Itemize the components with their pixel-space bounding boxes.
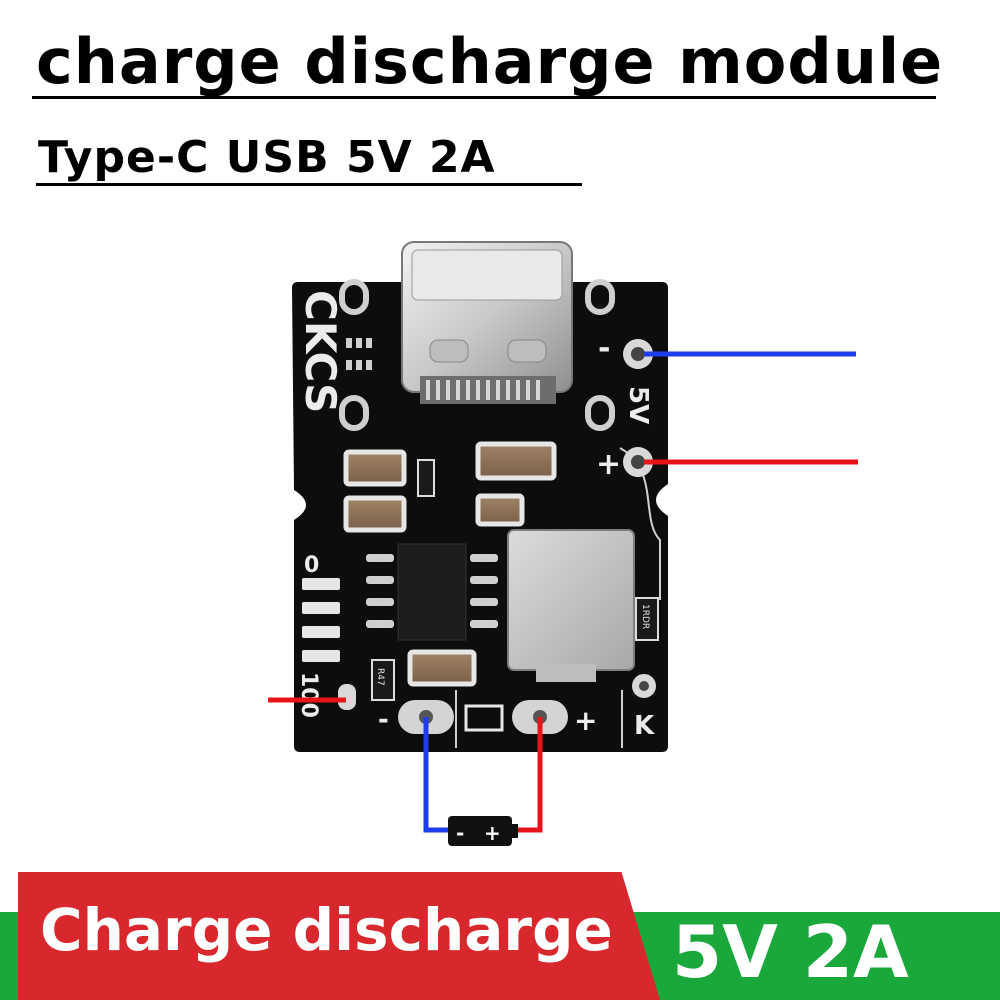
- capacitors: [343, 441, 557, 687]
- resistor-code-2: 1RDR: [640, 604, 650, 629]
- out-5v-label: 5V: [623, 386, 653, 424]
- inductor: [507, 529, 635, 682]
- page-subtitle: Type-C USB 5V 2A: [38, 132, 496, 183]
- k-pad-left: [338, 684, 356, 710]
- scale-hundred-label: 100: [296, 672, 321, 718]
- subtitle-underline: [36, 183, 582, 186]
- scale-zero-label: 0: [304, 553, 319, 578]
- k-pin-label: K: [634, 711, 655, 741]
- wires: [268, 351, 858, 833]
- usb-type-c-connector: [401, 241, 573, 404]
- bat-minus-label: -: [378, 705, 389, 735]
- bat-plus-label: +: [574, 704, 597, 737]
- page-title: charge discharge module: [36, 25, 944, 98]
- wire-battery-negative: [423, 717, 452, 833]
- battery-plus: +: [484, 821, 501, 845]
- wire-battery-positive: [514, 717, 543, 833]
- output-pads: [623, 339, 656, 698]
- resistors: R47 1RDR: [371, 459, 659, 701]
- out-plus-label: +: [596, 447, 621, 482]
- banner-red: [18, 872, 660, 1000]
- mounting-slots: [339, 279, 615, 431]
- led-indicator-pads: [302, 578, 340, 662]
- battery-icon: - +: [448, 816, 518, 846]
- out-minus-label: -: [598, 331, 610, 366]
- title-underline: [32, 96, 936, 99]
- battery-minus: -: [456, 821, 464, 845]
- banner-left-text: Charge discharge: [40, 896, 613, 964]
- small-pads-top: [346, 338, 372, 370]
- brand-label: CKCS: [296, 290, 345, 413]
- banner-right-text: 5V 2A: [672, 910, 909, 994]
- ic-chip: [366, 543, 498, 641]
- resistor-code-1: R47: [375, 668, 385, 686]
